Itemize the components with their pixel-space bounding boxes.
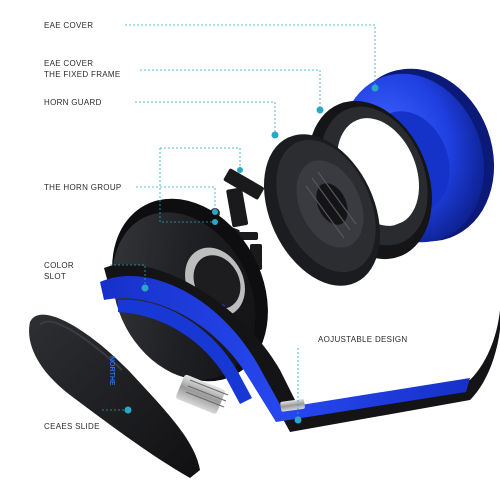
leader-lines [102,24,376,420]
callout-dot-icon [141,284,149,292]
label-line: EAE COVER [44,59,94,68]
callout-dots [124,84,379,424]
label-ceaes-slide: CEAES SLIDE [44,422,100,431]
label-line: THE FIXED FRAME [44,70,121,79]
callout-dot-icon [316,106,324,114]
label-adjustable-design: AOJUSTABLE DESIGN [318,335,408,344]
callout-dot-icon [212,219,218,225]
slide-arm [29,314,201,478]
label-line: SLOT [44,272,67,281]
headband [100,264,500,432]
label-line: COLOR [44,261,74,270]
label-color-slot: COLOR SLOT [44,260,74,282]
callout-dot-icon [124,406,132,414]
label-horn-group: THE HORN GROUP [44,183,122,192]
label-eae-cover: EAE COVER [44,21,94,30]
callout-dot-icon [237,167,243,173]
callout-dot-icon [271,131,279,139]
horn-guard [263,134,381,286]
callout-dot-icon [212,209,218,215]
callout-dot-icon [294,416,302,424]
label-eae-cover-fixed-frame: EAE COVER THE FIXED FRAME [44,58,121,80]
brand-mark: NORTHE [108,356,115,386]
label-horn-guard: HORN GUARD [44,98,102,107]
callout-dot-icon [371,84,379,92]
